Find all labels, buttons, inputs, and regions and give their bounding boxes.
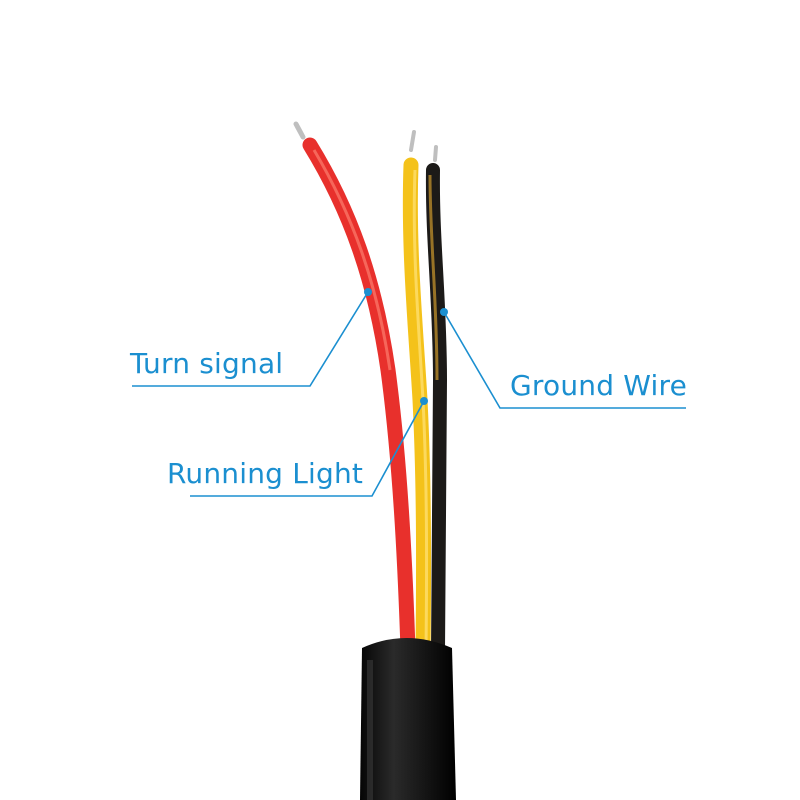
running-light-wire [402,130,432,658]
callout-running-light [190,397,428,497]
running-light-wire-tip [409,130,416,152]
turn-signal-label: Turn signal [130,347,284,380]
ground-wire [425,145,448,657]
turn-signal-wire [293,121,416,658]
callout-ground-wire [440,308,686,409]
running-light-label: Running Light [167,457,364,490]
ground-wire-tip [433,145,438,162]
cable-jacket [360,638,456,800]
turn-signal-wire-tip [293,121,306,140]
ground-wire-label: Ground Wire [510,369,688,402]
callout-turn-signal [132,288,372,387]
